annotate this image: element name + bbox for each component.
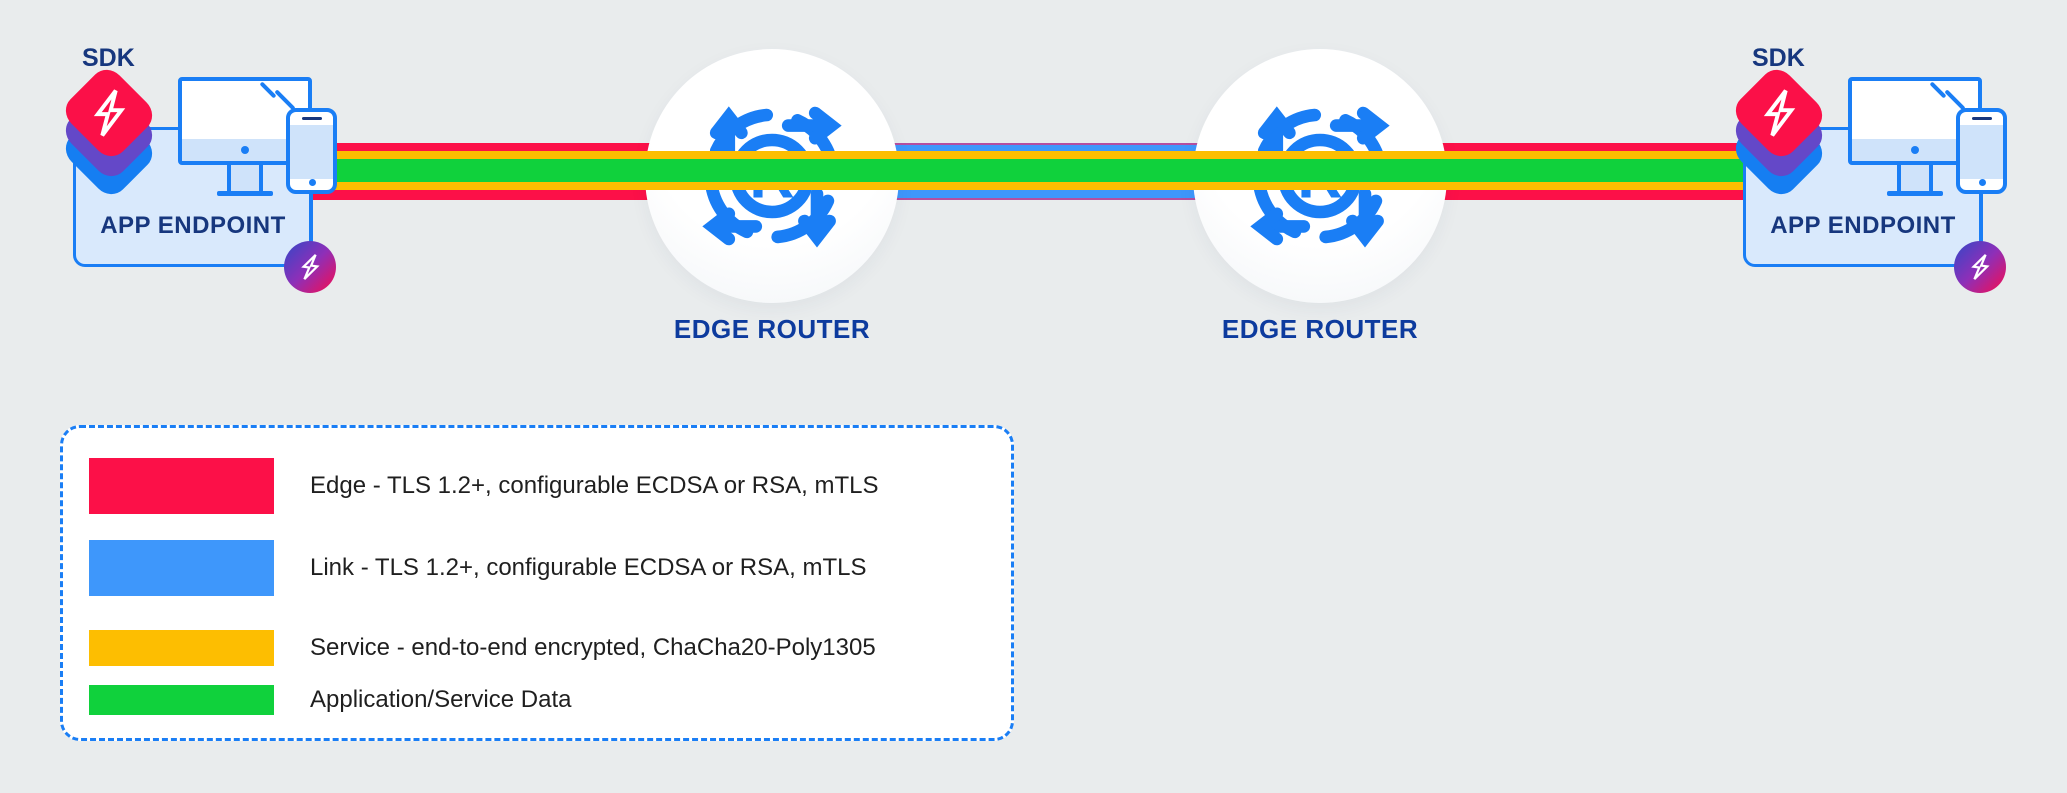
edge-router-label: EDGE ROUTER xyxy=(1221,314,1419,344)
legend-swatch-service xyxy=(89,630,274,666)
phone-speaker xyxy=(301,117,322,120)
app-endpoint-label: APP ENDPOINT xyxy=(100,212,286,239)
ziti-badge-icon xyxy=(284,241,336,293)
monitor-stand xyxy=(1897,165,1933,192)
legend-label-edge: Edge - TLS 1.2+, configurable ECDSA or R… xyxy=(310,472,879,499)
monitor-power-dot xyxy=(1911,146,1919,154)
phone-badge-connector xyxy=(309,193,312,245)
app-endpoint-right: SDK APP ENDPOINT xyxy=(1670,0,2067,310)
monitor-stand-base xyxy=(217,191,273,196)
lightning-bolt-icon xyxy=(93,89,126,137)
monitor-power-dot xyxy=(241,146,249,154)
phone-icon xyxy=(1956,108,2007,194)
sdk-label: SDK xyxy=(1752,44,1805,72)
monitor-stand xyxy=(227,165,263,192)
legend-swatch-edge xyxy=(89,458,274,514)
legend-swatch-link xyxy=(89,540,274,596)
app-endpoint-label: APP ENDPOINT xyxy=(1770,212,1956,239)
phone-badge-connector xyxy=(1979,193,1982,245)
ziti-badge-icon xyxy=(1954,241,2006,293)
lightning-bolt-icon xyxy=(1971,254,1990,280)
monitor-stand-base xyxy=(1887,191,1943,196)
app-endpoint-left: SDK APP ENDPOINT xyxy=(0,0,400,310)
lightning-bolt-icon xyxy=(1763,89,1796,137)
legend-label-data: Application/Service Data xyxy=(310,686,572,713)
monitor-icon xyxy=(178,77,312,165)
phone-home-button xyxy=(308,179,316,186)
phone-screen xyxy=(1960,125,2003,179)
phone-screen xyxy=(290,125,333,179)
legend-swatch-data xyxy=(89,685,274,715)
legend-panel: Edge - TLS 1.2+, configurable ECDSA or R… xyxy=(60,425,1014,741)
lightning-bolt-icon xyxy=(301,254,320,280)
sdk-stack-icon xyxy=(57,62,161,202)
legend-label-service: Service - end-to-end encrypted, ChaCha20… xyxy=(310,634,876,661)
legend-label-link: Link - TLS 1.2+, configurable ECDSA or R… xyxy=(310,554,867,581)
phone-icon xyxy=(286,108,337,194)
edge-router-label: EDGE ROUTER xyxy=(673,314,871,344)
sdk-stack-icon xyxy=(1727,62,1831,202)
data-connection-line xyxy=(250,159,1810,182)
phone-speaker xyxy=(1971,117,1992,120)
sdk-label: SDK xyxy=(82,44,135,72)
phone-home-button xyxy=(1978,179,1986,186)
